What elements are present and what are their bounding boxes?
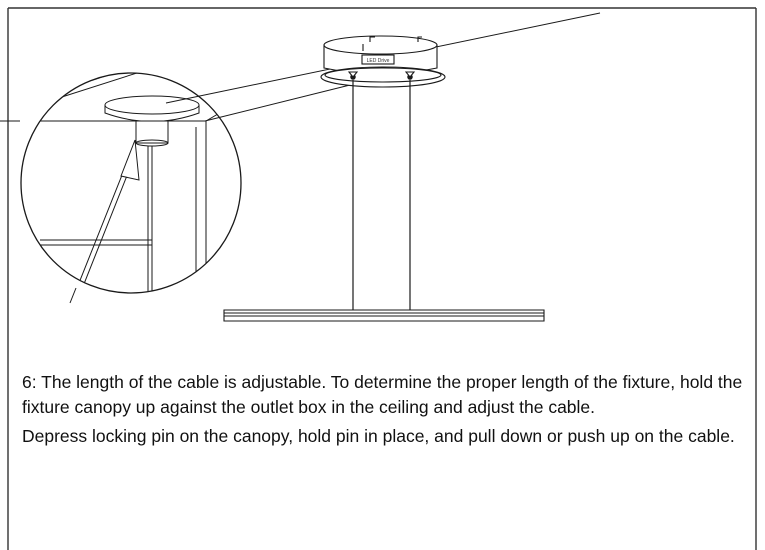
fixture-canopy <box>320 35 446 88</box>
light-bar <box>223 309 545 322</box>
detail-magnifier <box>20 72 242 304</box>
step-6-paragraph: 6: The length of the cable is adjustable… <box>22 372 743 417</box>
locking-pin-paragraph: Depress locking pin on the canopy, hold … <box>22 426 735 446</box>
instruction-text: 6: The length of the cable is adjustable… <box>22 370 752 449</box>
canopy-label: LED Drive <box>367 58 390 64</box>
pointer-arrow <box>69 287 77 304</box>
magnifier-circle <box>20 72 242 294</box>
suspension-cables <box>352 80 411 310</box>
page-border <box>7 7 757 550</box>
